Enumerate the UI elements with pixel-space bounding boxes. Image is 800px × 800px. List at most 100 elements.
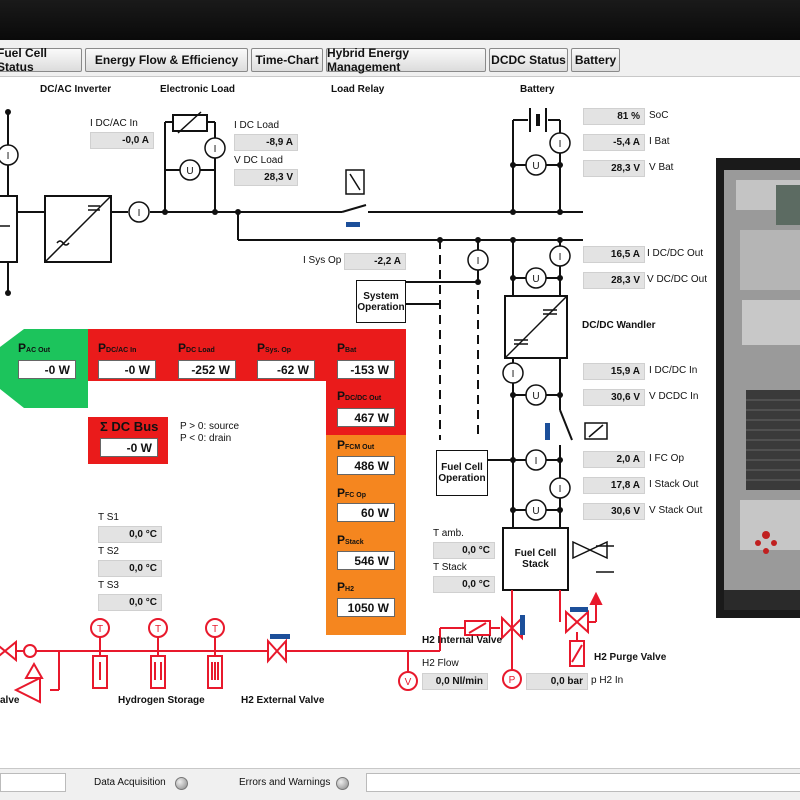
i-fc-op-label: I FC Op: [649, 453, 685, 464]
p-bat-sub: Bat: [345, 347, 357, 354]
v-stack-out-label: V Stack Out: [649, 505, 703, 516]
p-fcm-out-sub: FCM Out: [345, 444, 375, 451]
window-titlebar: [0, 0, 800, 40]
p-fc-op-label: PFC Op: [337, 486, 367, 500]
p-ac-out-value: -0 W: [18, 360, 76, 379]
tab-fuel-cell-status[interactable]: Fuel Cell Status: [0, 46, 82, 74]
p-ac-out-sub: AC Out: [26, 347, 51, 354]
status-message-field: [366, 773, 800, 792]
data-acquisition-label: Data Acquisition: [94, 777, 166, 788]
current-meter-sys-op-icon: I: [477, 256, 480, 267]
p-fcm-out-label: PFCM Out: [337, 438, 375, 452]
p-sys-op-sub: Sys. Op: [265, 347, 292, 354]
dcdc-wandler-header: DC/DC Wandler: [582, 320, 656, 331]
i-sys-op-label: I Sys Op: [303, 255, 342, 266]
p-dcdc-out-value: 467 W: [337, 408, 395, 427]
system-operation-block: System Operation: [356, 280, 406, 323]
t-s2-label: T S2: [98, 546, 119, 557]
p-dcdc-out-label: PDC/DC Out: [337, 389, 382, 403]
p-sys-op-label: PSys. Op: [257, 341, 292, 355]
temperature-sensor-2-icon: T: [155, 624, 161, 635]
t-amb-label: T amb.: [433, 528, 464, 539]
p-h2-in-value: 0,0 bar: [526, 673, 588, 690]
p-dcac-in-sub: DC/AC In: [106, 347, 137, 354]
p-stack-label: PStack: [337, 533, 364, 547]
dc-bus-note-drain: P < 0: drain: [180, 433, 232, 444]
i-fc-op-value: 2,0 A: [583, 451, 645, 468]
p-h2-label: PH2: [337, 580, 354, 594]
dcac-inverter-header: DC/AC Inverter: [40, 84, 112, 95]
voltage-meter-dc-load-icon: U: [186, 166, 193, 177]
tab-bar: Fuel Cell Status Energy Flow & Efficienc…: [0, 40, 800, 77]
v-bat-label: V Bat: [649, 162, 674, 173]
current-meter-dcdc-in-icon: I: [512, 369, 515, 380]
tab-time-chart[interactable]: Time-Chart: [251, 48, 323, 72]
fuel-cell-operation-block: Fuel Cell Operation: [436, 450, 488, 496]
i-dcdc-in-value: 15,9 A: [583, 363, 645, 380]
voltage-meter-bat-icon: U: [532, 161, 539, 172]
p-fc-op-sub: FC Op: [345, 492, 367, 499]
v-dc-load-value: 28,3 V: [234, 169, 298, 186]
t-stack-label: T Stack: [433, 562, 467, 573]
p-bat-label: PBat: [337, 341, 357, 355]
current-meter-dc-bus-icon: I: [7, 151, 10, 162]
t-s1-value: 0,0 °C: [98, 526, 162, 543]
current-meter-fc-op-icon: I: [535, 456, 538, 467]
status-bar: Data Acquisition Errors and Warnings: [0, 768, 800, 800]
p-h2-in-label: p H2 In: [591, 675, 624, 686]
voltage-meter-dcdc-out-icon: U: [532, 274, 539, 285]
h2-flow-label: H2 Flow: [422, 658, 459, 669]
v-dcdc-out-label: V DC/DC Out: [647, 274, 708, 285]
i-bat-label: I Bat: [649, 136, 670, 147]
current-meter-dc-load-icon: I: [214, 144, 217, 155]
p-dc-load-label: PDC Load: [178, 341, 215, 355]
battery-header: Battery: [520, 84, 555, 95]
dc-bus-label: Σ DC Bus: [100, 419, 159, 434]
current-meter-dcac-in-icon: I: [138, 208, 141, 219]
t-s3-value: 0,0 °C: [98, 594, 162, 611]
p-h2-value: 1050 W: [337, 598, 395, 617]
v-stack-out-value: 30,6 V: [583, 503, 645, 520]
p-fcm-out-value: 486 W: [337, 456, 395, 475]
t-s2-value: 0,0 °C: [98, 560, 162, 577]
current-meter-stack-out-icon: I: [559, 484, 562, 495]
soc-label: SoC: [649, 110, 669, 121]
p-sys-op-value: -62 W: [257, 360, 315, 379]
load-relay-header: Load Relay: [331, 84, 385, 95]
temperature-sensor-1-icon: T: [97, 624, 103, 635]
v-dcdc-in-label: V DCDC In: [649, 391, 699, 402]
status-field-left: [0, 773, 66, 792]
tab-hybrid-energy-management[interactable]: Hybrid Energy Management: [326, 46, 486, 74]
errors-warnings-label: Errors and Warnings: [239, 777, 331, 788]
dc-bus-value: -0 W: [100, 438, 158, 457]
current-meter-bat-icon: I: [559, 139, 562, 150]
p-h2-sub: H2: [345, 586, 354, 593]
fuel-cell-stack-block: Fuel Cell Stack: [514, 548, 557, 570]
i-stack-out-label: I Stack Out: [649, 479, 699, 490]
tab-battery[interactable]: Battery: [571, 48, 620, 72]
p-bat-value: -153 W: [337, 360, 395, 379]
tab-energy-flow-efficiency[interactable]: Energy Flow & Efficiency: [85, 48, 248, 72]
i-stack-out-value: 17,8 A: [583, 477, 645, 494]
v-dcdc-out-value: 28,3 V: [583, 272, 645, 289]
i-sys-op-value: -2,2 A: [344, 253, 406, 270]
tab-dcdc-status[interactable]: DCDC Status: [489, 48, 568, 72]
i-dc-load-label: I DC Load: [234, 120, 280, 131]
p-dcac-in-label: PDC/AC In: [98, 341, 137, 355]
p-dc-load-value: -252 W: [178, 360, 236, 379]
p-dcdc-out-sub: DC/DC Out: [345, 395, 382, 402]
p-dcac-in-value: -0 W: [98, 360, 156, 379]
dc-power-region: [88, 329, 406, 435]
t-s3-label: T S3: [98, 580, 119, 591]
t-s1-label: T S1: [98, 512, 119, 523]
soc-value: 81 %: [583, 108, 645, 125]
h2-flow-value: 0,0 Nl/min: [422, 673, 488, 690]
valve-header: alve: [0, 695, 20, 706]
i-dcdc-out-label: I DC/DC Out: [647, 248, 704, 259]
p-stack-sub: Stack: [345, 539, 364, 546]
v-bat-value: 28,3 V: [583, 160, 645, 177]
t-stack-value: 0,0 °C: [433, 576, 495, 593]
temperature-sensor-3-icon: T: [212, 624, 218, 635]
